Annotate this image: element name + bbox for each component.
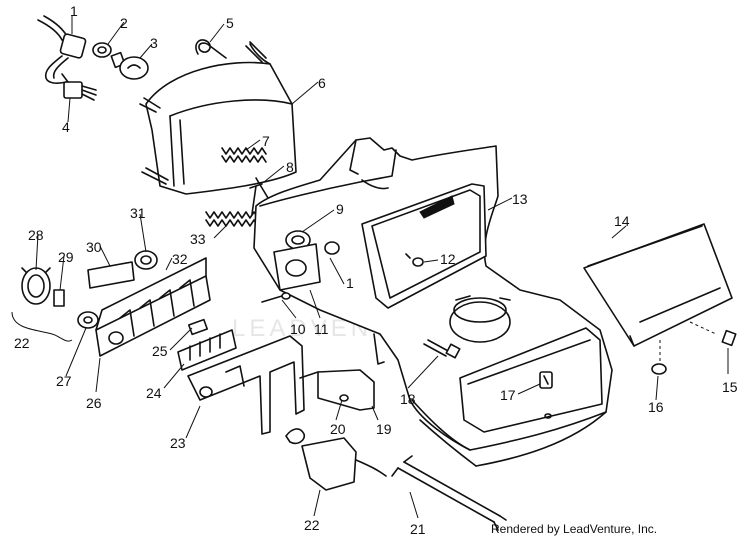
power-outlet-plug[interactable] <box>285 428 387 491</box>
control-knob[interactable] <box>21 267 51 305</box>
callout-5: 5 <box>226 15 234 31</box>
callout-23: 23 <box>170 435 186 451</box>
switch-panel[interactable] <box>95 257 211 357</box>
panel-latch[interactable] <box>539 371 553 419</box>
callout-20: 20 <box>330 421 346 437</box>
callout-11: 11 <box>314 321 329 337</box>
callout-19: 19 <box>376 421 392 437</box>
adjuster-spring-upper[interactable] <box>221 147 267 163</box>
windshield-screw[interactable] <box>405 253 424 267</box>
plug-connector[interactable] <box>61 73 97 101</box>
callout-30: 30 <box>86 239 102 255</box>
spring-clip[interactable] <box>195 39 227 59</box>
bulb-socket-ring[interactable] <box>92 42 112 58</box>
panel-grommet[interactable] <box>134 250 158 270</box>
callout-32: 32 <box>172 251 188 267</box>
switch-grommet[interactable] <box>285 230 311 250</box>
relay-screw[interactable] <box>339 394 349 402</box>
decal-strip[interactable] <box>87 261 135 289</box>
callout-22-bottom: 22 <box>304 517 320 533</box>
hood-screw[interactable] <box>423 339 461 359</box>
callout-13: 13 <box>512 191 528 207</box>
callout-22-left: 22 <box>14 335 30 351</box>
render-credit: Rendered by LeadVenture, Inc. <box>491 522 658 536</box>
fuse-block[interactable] <box>177 329 237 371</box>
panel-switch[interactable] <box>187 318 209 336</box>
wire-harness-cable[interactable] <box>391 455 507 531</box>
callout-17: 17 <box>500 387 516 403</box>
callout-1-top: 1 <box>70 3 78 19</box>
front-hood[interactable] <box>253 137 613 467</box>
callout-14: 14 <box>614 213 630 229</box>
plate-screw[interactable] <box>261 292 291 303</box>
wiring-harness-connector[interactable] <box>37 15 87 84</box>
callout-labels: 1 2 3 4 5 6 7 8 9 10 11 12 13 14 15 16 1… <box>14 3 738 537</box>
callout-26: 26 <box>86 395 102 411</box>
mounting-bracket[interactable] <box>187 335 305 435</box>
headlight-housing[interactable] <box>139 41 297 195</box>
adjuster-screw[interactable] <box>249 177 269 215</box>
callout-21: 21 <box>410 521 426 537</box>
callout-16: 16 <box>648 399 664 415</box>
callout-9: 9 <box>336 201 344 217</box>
callout-27: 27 <box>56 373 72 389</box>
callout-2: 2 <box>120 15 128 31</box>
callout-24: 24 <box>146 385 162 401</box>
callout-7: 7 <box>262 133 270 149</box>
knob-clip[interactable] <box>53 289 65 307</box>
callout-29: 29 <box>58 249 74 265</box>
callout-3: 3 <box>150 35 158 51</box>
headlight-bulb[interactable] <box>110 51 149 80</box>
callout-28: 28 <box>28 227 44 243</box>
callout-1-mid: 1 <box>346 275 354 291</box>
callout-25: 25 <box>152 343 168 359</box>
callout-4: 4 <box>62 119 70 135</box>
callout-15: 15 <box>722 379 738 395</box>
knob-nut[interactable] <box>77 311 99 329</box>
callout-10: 10 <box>290 321 306 337</box>
callout-18: 18 <box>400 391 416 407</box>
callout-6: 6 <box>318 75 326 91</box>
callout-12: 12 <box>440 251 456 267</box>
switch-mount-plate[interactable] <box>273 241 340 291</box>
leader-lines <box>11 16 729 519</box>
windshield-bolt[interactable] <box>689 321 737 347</box>
relay[interactable] <box>299 369 375 411</box>
callout-31: 31 <box>130 205 146 221</box>
windshield-nut[interactable] <box>651 340 667 375</box>
windshield[interactable] <box>583 223 733 347</box>
callout-33: 33 <box>190 231 206 247</box>
callout-8: 8 <box>286 159 294 175</box>
